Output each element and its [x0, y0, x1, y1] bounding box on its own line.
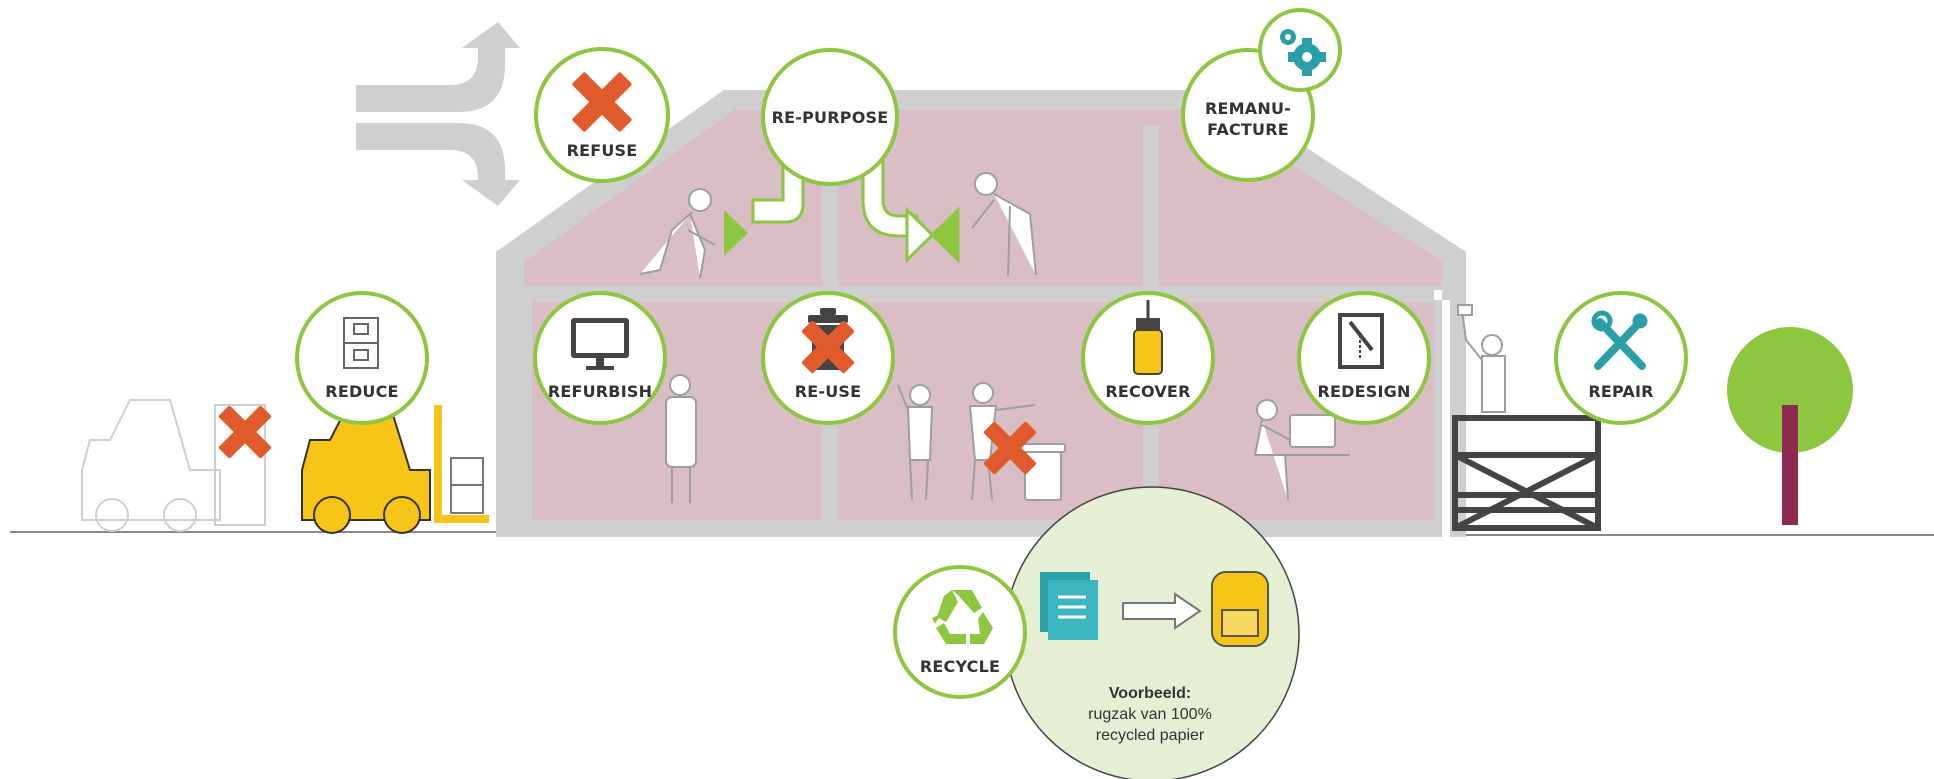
- blueprint-icon: [1338, 313, 1384, 369]
- refuse-label: REFUSE: [567, 141, 638, 160]
- refuse-circle[interactable]: [534, 47, 670, 183]
- red-cross-icon: [218, 405, 272, 459]
- refurbish-label: REFURBISH: [548, 382, 652, 401]
- kneeling-person-icon: [639, 188, 716, 279]
- tools-icon: [1591, 310, 1648, 370]
- recycle-circle[interactable]: [893, 565, 1027, 699]
- green-valve-icon: [905, 206, 960, 264]
- waving-person-icon: [897, 384, 934, 501]
- example-line1: rugzak van 100%: [1088, 706, 1212, 723]
- redesign-label: REDESIGN: [1317, 382, 1410, 401]
- repair-circle[interactable]: [1554, 291, 1688, 425]
- repurpose-label: RE-PURPOSE: [772, 108, 889, 127]
- red-cross-icon: [801, 320, 855, 374]
- arrow-icon: [1122, 592, 1202, 630]
- boxes-icon: [343, 317, 379, 369]
- red-cross-icon: [572, 72, 632, 132]
- remanufacture-label-line2: FACTURE: [1207, 120, 1289, 139]
- painter-icon: [1457, 304, 1506, 413]
- monitor-icon: [571, 318, 629, 370]
- bending-person-icon: [971, 172, 1037, 277]
- example-line2: recycled papier: [1096, 727, 1205, 744]
- example-title: Voorbeeld:: [1109, 685, 1191, 702]
- scaffold-icon: [1452, 415, 1601, 531]
- tree-icon: [1727, 327, 1853, 525]
- backpack-icon: [1211, 571, 1269, 647]
- recover-label: RECOVER: [1105, 382, 1190, 401]
- recycle-icon: [932, 590, 993, 644]
- green-triangle-icon: [724, 210, 748, 256]
- recycle-label: RECYCLE: [920, 657, 1000, 676]
- red-cross-icon: [983, 421, 1037, 475]
- forklift-icon: [301, 404, 489, 534]
- repurpose-circle[interactable]: [761, 48, 899, 186]
- repair-label: REPAIR: [1588, 382, 1653, 401]
- reuse-label: RE-USE: [795, 382, 862, 401]
- sitting-person-icon: [1253, 399, 1350, 501]
- gears-icon: [1280, 29, 1326, 76]
- remanufacture-label-line1: REMANU-: [1205, 99, 1291, 118]
- lamp-icon: [1133, 300, 1163, 375]
- forklift-ghost-icon: [81, 399, 266, 532]
- split-arrows-icon: [356, 22, 520, 206]
- document-icon: [1040, 572, 1098, 640]
- reduce-label: REDUCE: [325, 382, 398, 401]
- standing-person-icon: [665, 374, 697, 503]
